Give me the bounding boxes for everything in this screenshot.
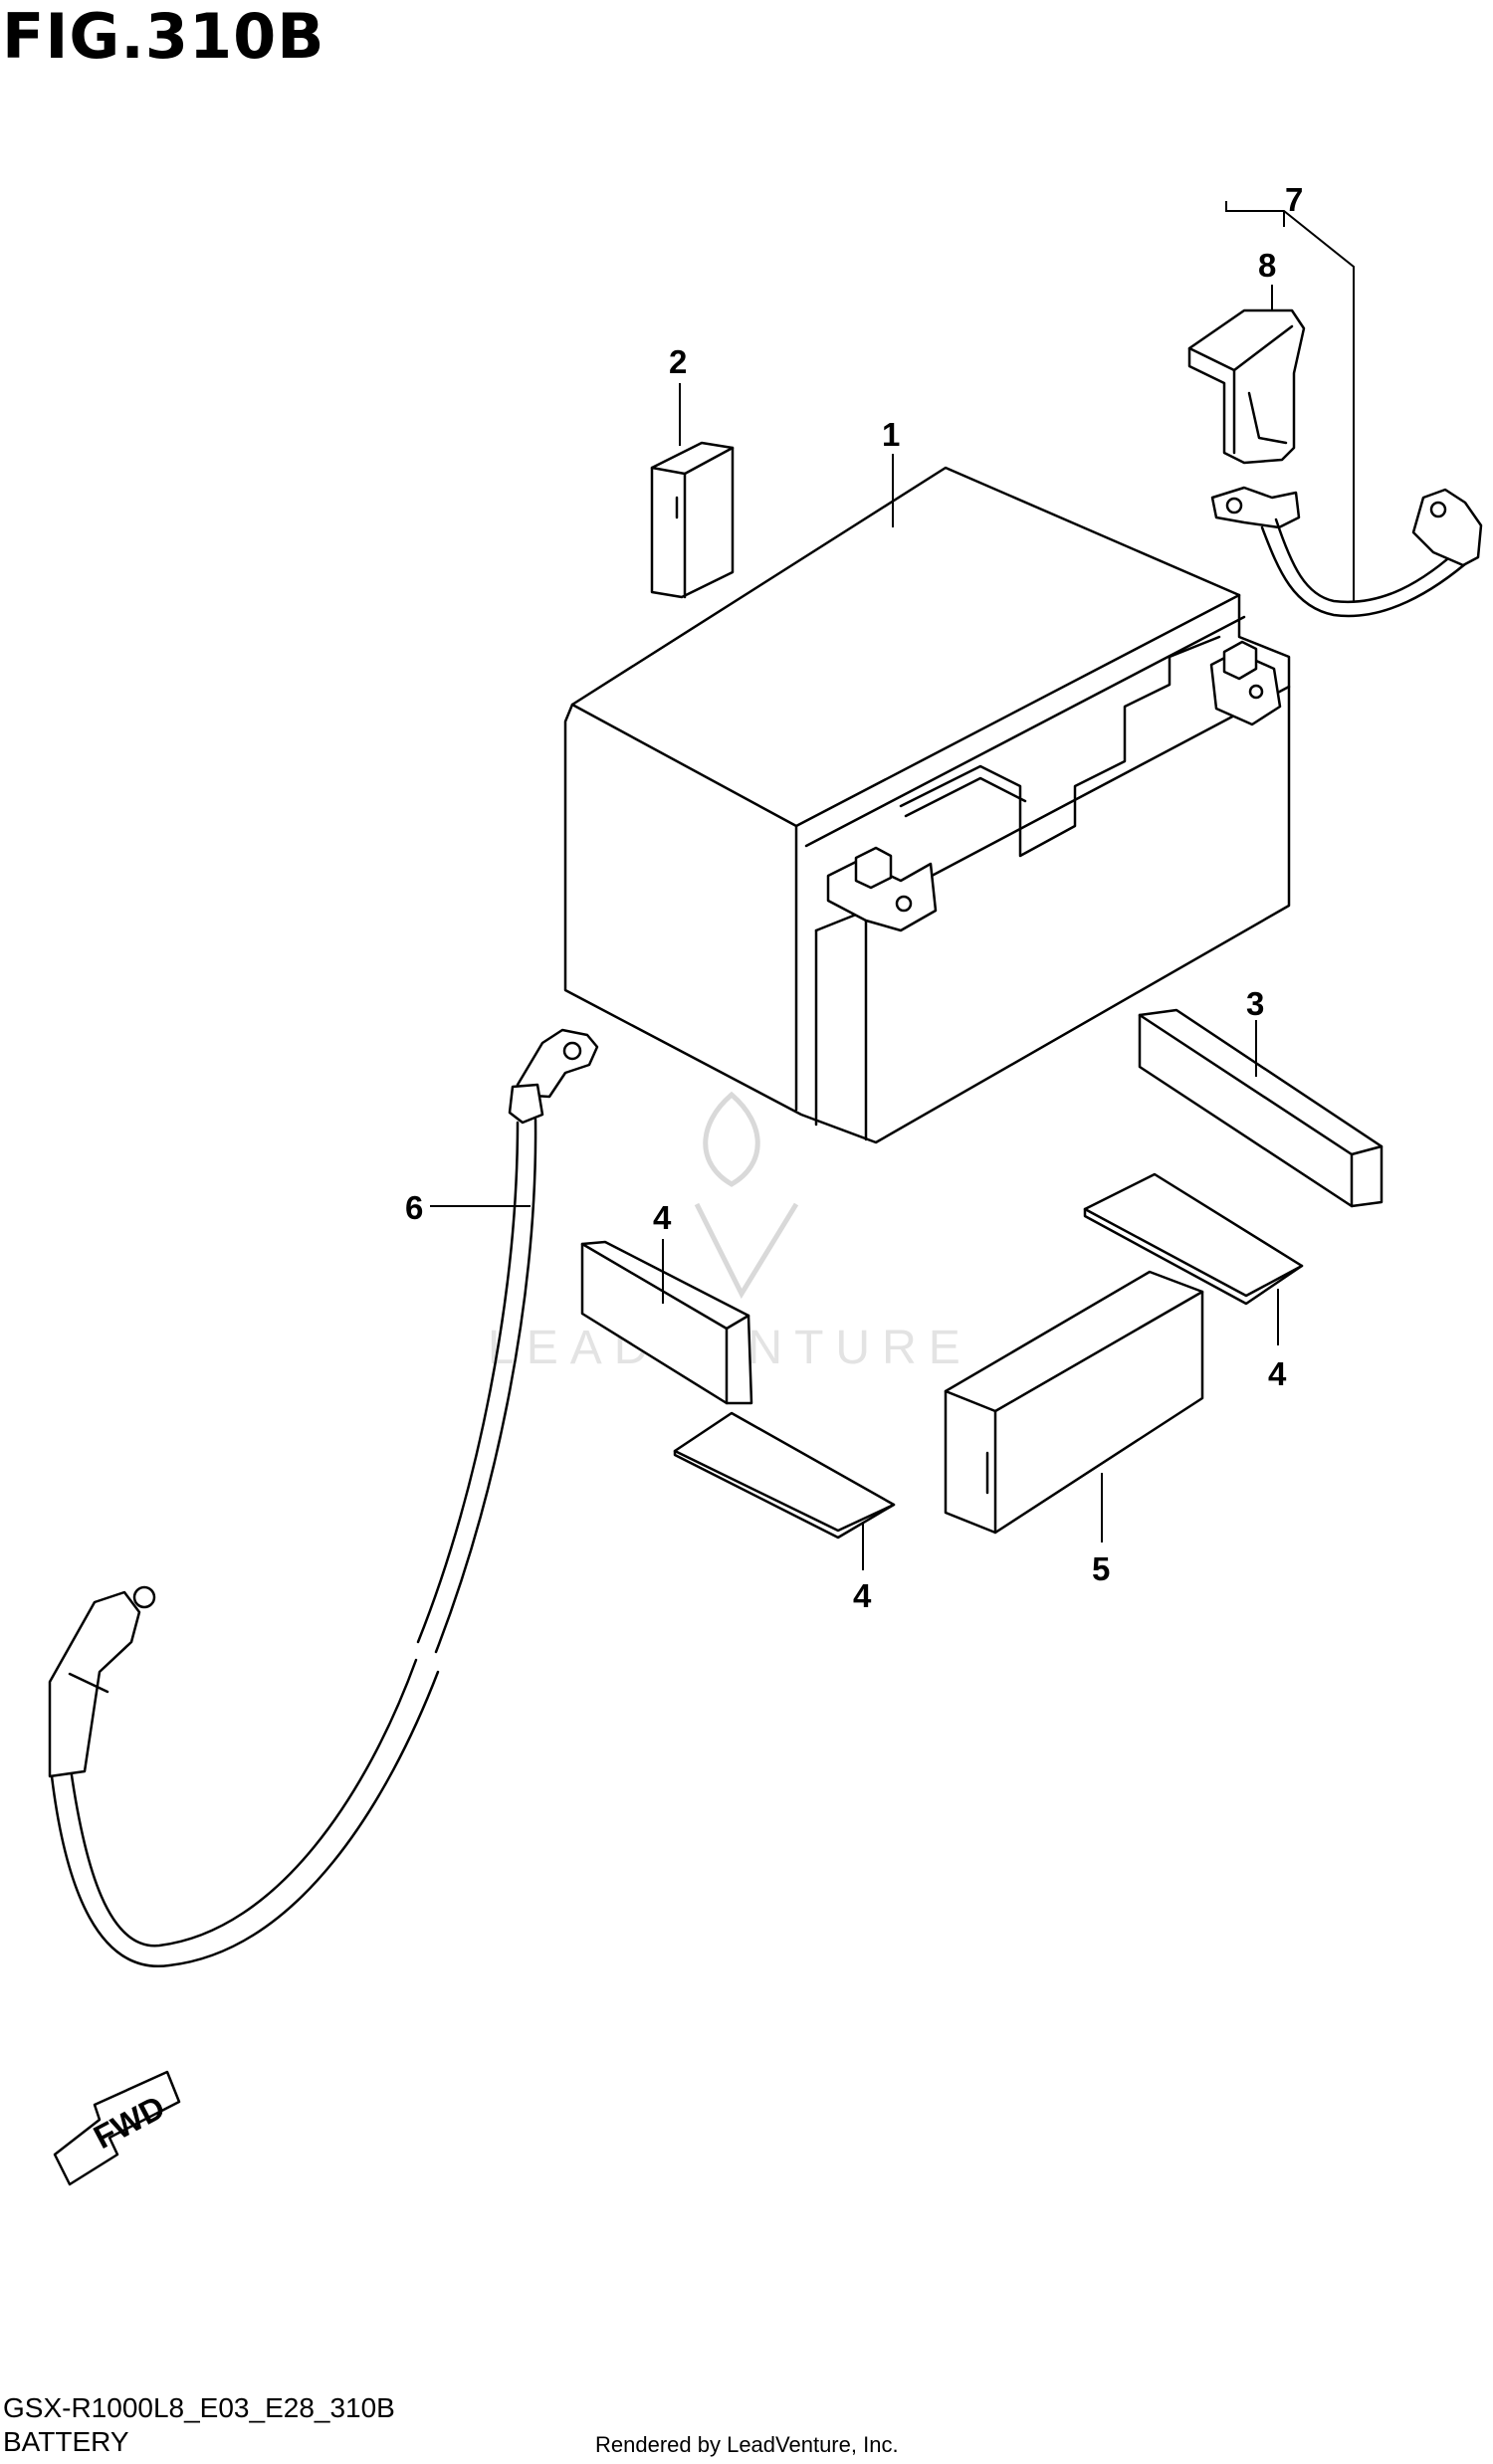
part-4-pad-left[interactable] (580, 1240, 753, 1405)
callout-4-left: 4 (653, 1199, 672, 1236)
callout-4-bottom: 4 (853, 1577, 872, 1614)
fwd-arrow-icon: FWD (53, 2070, 181, 2186)
part-1-battery[interactable] (563, 466, 1291, 1144)
part-4-pad-bottom[interactable] (673, 1411, 896, 1540)
callout-7: 7 (1285, 181, 1303, 218)
part-5-block[interactable] (944, 1270, 1204, 1535)
part-3-pad[interactable] (1138, 1008, 1384, 1208)
callout-4-right: 4 (1268, 1355, 1287, 1392)
part-2-pad[interactable] (650, 441, 735, 599)
part-4-pad-right[interactable] (1083, 1172, 1304, 1306)
callout-5: 5 (1092, 1550, 1110, 1587)
part-7-short-cable[interactable] (1210, 486, 1483, 618)
rendered-by-credit: Rendered by LeadVenture, Inc. (595, 2432, 899, 2457)
part-6-long-cable[interactable] (48, 1028, 599, 1968)
callout-2: 2 (669, 343, 687, 380)
section-name: BATTERY (3, 2426, 129, 2457)
callout-6: 6 (405, 1189, 423, 1226)
model-code: GSX-R1000L8_E03_E28_310B (3, 2392, 395, 2423)
callout-8: 8 (1258, 247, 1276, 284)
callout-1: 1 (882, 416, 900, 453)
figure-title: FIG.310B (2, 0, 325, 73)
part-8-terminal-cover[interactable] (1187, 308, 1306, 465)
callout-3: 3 (1246, 985, 1264, 1022)
